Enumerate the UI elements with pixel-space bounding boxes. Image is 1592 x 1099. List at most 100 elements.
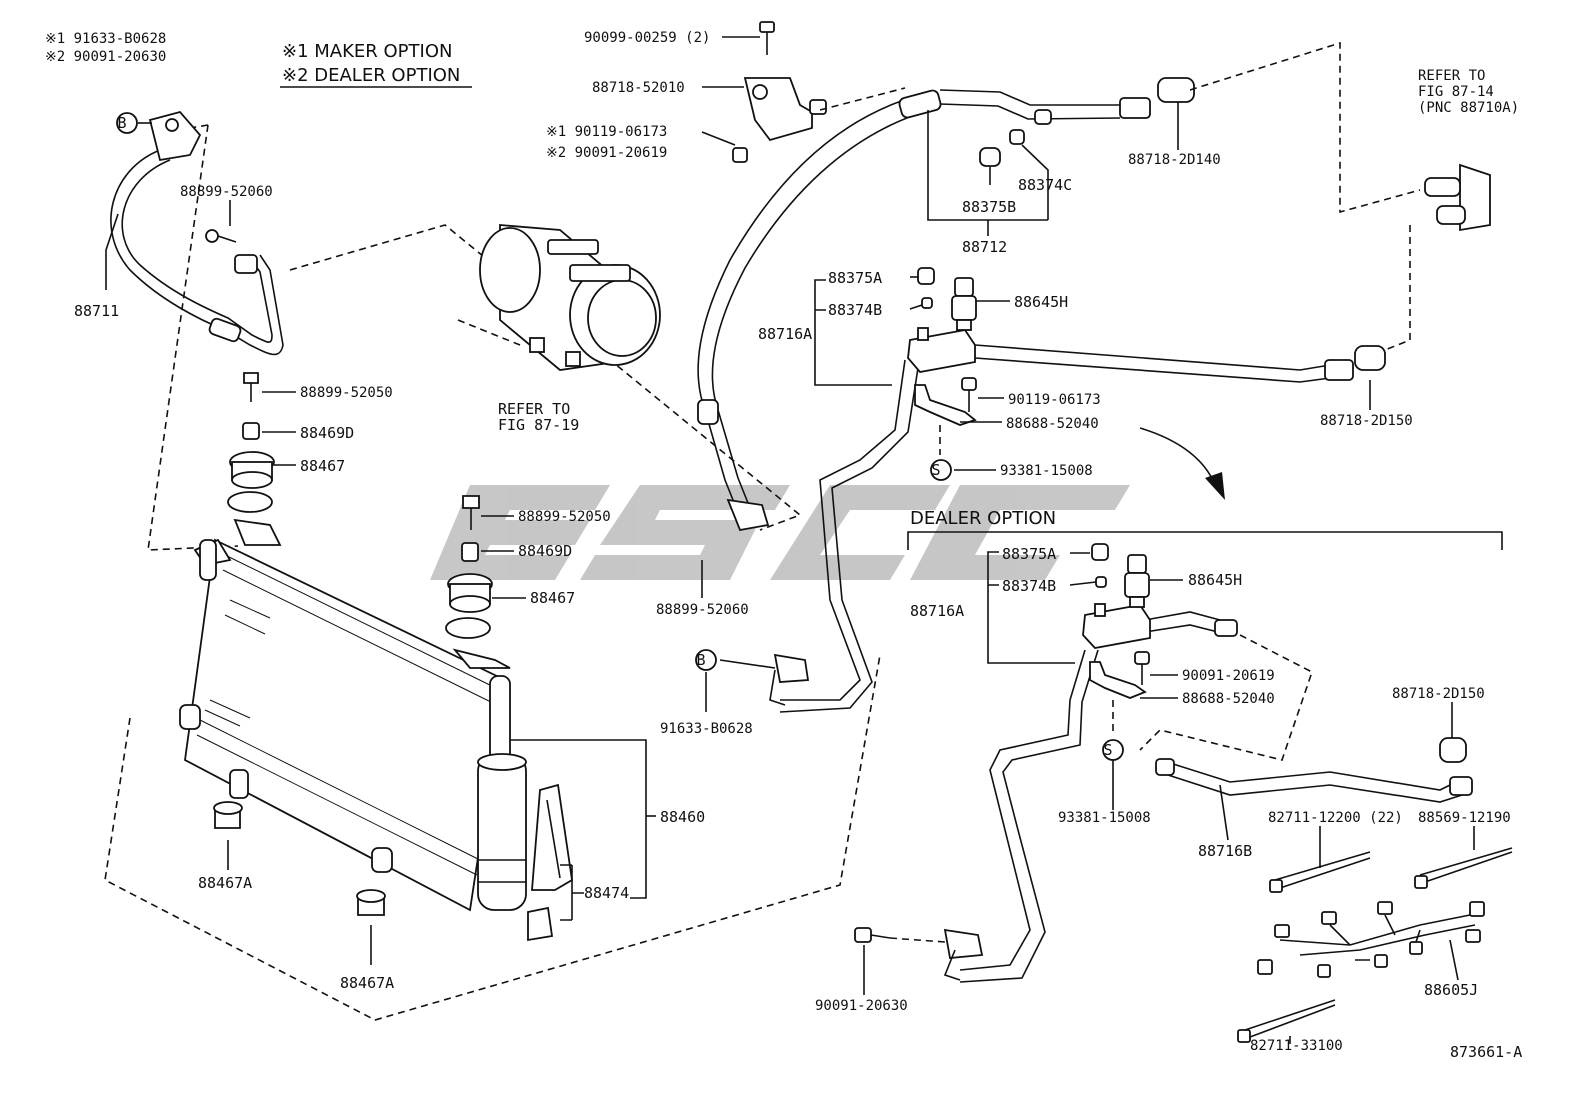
tie-88569-12190[interactable] bbox=[1414, 847, 1513, 889]
label-88716B: 88716B bbox=[1198, 842, 1252, 860]
circle-b-mid bbox=[695, 649, 717, 671]
bolt-90119-06173-b[interactable] bbox=[961, 377, 977, 412]
label-90119-06173-b: 90119-06173 bbox=[1008, 392, 1101, 408]
label-88712: 88712 bbox=[962, 238, 1007, 256]
label-p1-line2: ※2 90091-20630 bbox=[45, 49, 166, 65]
bolt-88899-52050-a[interactable] bbox=[243, 372, 259, 402]
group-outline-condenser bbox=[104, 654, 881, 1021]
bolt-90091-20630-bot[interactable] bbox=[854, 927, 891, 943]
label-88716A-a: 88716A bbox=[758, 325, 812, 343]
label-circle-s-b: S bbox=[1103, 741, 1112, 759]
cushion-88467A-b[interactable] bbox=[356, 889, 386, 916]
cap-88375A-b[interactable] bbox=[1091, 543, 1109, 561]
bracket-88688-52040-a[interactable] bbox=[914, 384, 977, 426]
fitting-b-top[interactable] bbox=[148, 110, 202, 162]
block-valve-b[interactable] bbox=[1082, 603, 1151, 649]
cap-88374B-b[interactable] bbox=[1095, 576, 1107, 588]
cap-88375A-a[interactable] bbox=[917, 267, 935, 285]
label-88469D-a: 88469D bbox=[300, 424, 354, 442]
ref-top-right-3: (PNC 88710A) bbox=[1418, 100, 1519, 116]
tie-82711-12200[interactable] bbox=[1269, 851, 1371, 893]
label-88374B-a: 88374B bbox=[828, 301, 882, 319]
label-88899-52050-b: 88899-52050 bbox=[518, 509, 611, 525]
label-88645H-a: 88645H bbox=[1014, 293, 1068, 311]
label-88375B: 88375B bbox=[962, 198, 1016, 216]
harness-88605J[interactable] bbox=[1257, 901, 1485, 978]
cushion-88467-b[interactable] bbox=[445, 573, 493, 639]
label-circle-b-mid: B bbox=[696, 651, 705, 669]
label-88718-2D140: 88718-2D140 bbox=[1128, 152, 1221, 168]
fitting-88710A[interactable] bbox=[1424, 163, 1491, 232]
leader-lines bbox=[105, 36, 1475, 1044]
block-valve-a[interactable] bbox=[907, 327, 976, 373]
note-maker-option: ※1 MAKER OPTION bbox=[282, 41, 452, 62]
switch-88645H-b[interactable] bbox=[1124, 554, 1150, 608]
bolt-90119-06173-top[interactable] bbox=[732, 147, 748, 163]
label-88467-a: 88467 bbox=[300, 457, 345, 475]
label-88374B-b: 88374B bbox=[1002, 577, 1056, 595]
label-dealer-option-section: DEALER OPTION bbox=[910, 508, 1056, 529]
ref-top-right-1: REFER TO bbox=[1418, 68, 1485, 84]
dealer-dashed-box bbox=[1139, 634, 1313, 761]
figure-id: 873661-A bbox=[1450, 1043, 1522, 1061]
tube-88716B[interactable] bbox=[1155, 758, 1473, 803]
hose-88711[interactable] bbox=[110, 149, 284, 356]
label-90091-20630-bot: 90091-20630 bbox=[815, 998, 908, 1014]
tube-88716A-dealer[interactable] bbox=[943, 611, 1238, 983]
label-circle-s-a: S bbox=[931, 461, 940, 479]
collar-88469D-b[interactable] bbox=[461, 542, 479, 562]
nut-88718-2D140[interactable] bbox=[1157, 77, 1195, 103]
switch-88645H-a[interactable] bbox=[951, 277, 977, 331]
label-88711: 88711 bbox=[74, 302, 119, 320]
label-88467A-b: 88467A bbox=[340, 974, 394, 992]
label-90119-06173-a: ※1 90119-06173 bbox=[546, 124, 667, 140]
label-88718-52010: 88718-52010 bbox=[592, 80, 685, 96]
hose-88712[interactable] bbox=[697, 89, 1151, 532]
label-88718-2D150-a: 88718-2D150 bbox=[1320, 413, 1413, 429]
label-88375A-b: 88375A bbox=[1002, 545, 1056, 563]
tie-82711-33100[interactable] bbox=[1237, 999, 1336, 1043]
receiver-tank[interactable] bbox=[477, 753, 527, 911]
label-90091-20619-a: ※2 90091-20619 bbox=[546, 145, 667, 161]
label-90091-20619-b: 90091-20619 bbox=[1182, 668, 1275, 684]
label-88467-b: 88467 bbox=[530, 589, 575, 607]
bolt-90099-00259[interactable] bbox=[759, 21, 775, 55]
ref-top-right-2: FIG 87-14 bbox=[1418, 84, 1494, 100]
label-88899-52050-a: 88899-52050 bbox=[300, 385, 393, 401]
tube-88716A-top[interactable] bbox=[769, 344, 1354, 713]
cap-88375B[interactable] bbox=[979, 147, 1001, 167]
bolt-90091-20619-b[interactable] bbox=[1134, 651, 1150, 685]
nut-88718-2D150-b[interactable] bbox=[1439, 737, 1467, 763]
group-outline-compressor bbox=[289, 224, 802, 531]
label-88899-52060-mid: 88899-52060 bbox=[656, 602, 749, 618]
label-88474: 88474 bbox=[584, 884, 629, 902]
cap-88374B-a[interactable] bbox=[921, 297, 933, 309]
compressor[interactable] bbox=[479, 224, 661, 371]
label-p1-line1: ※1 91633-B0628 bbox=[45, 31, 166, 47]
label-88469D-b: 88469D bbox=[518, 542, 572, 560]
label-88688-52040-b: 88688-52040 bbox=[1182, 691, 1275, 707]
cushion-88467A-a[interactable] bbox=[213, 801, 243, 829]
cushion-88467-a[interactable] bbox=[227, 451, 275, 513]
label-circle-b-top: B bbox=[117, 114, 126, 132]
nut-88718-2D150-a[interactable] bbox=[1354, 345, 1386, 371]
label-88899-52060-top: 88899-52060 bbox=[180, 184, 273, 200]
label-88716A-b: 88716A bbox=[910, 602, 964, 620]
label-82711-33100: 82711-33100 bbox=[1250, 1038, 1343, 1054]
bolt-88899-52060-top[interactable] bbox=[205, 229, 237, 243]
note-dealer-option: ※2 DEALER OPTION bbox=[282, 65, 460, 86]
labels: ※1 91633-B0628 ※2 90091-20630 ※1 MAKER O… bbox=[45, 30, 1522, 1061]
filter-88474[interactable] bbox=[527, 783, 573, 942]
label-91633-b0628-mid: 91633-B0628 bbox=[660, 721, 753, 737]
dashed-leader-right bbox=[1384, 225, 1411, 351]
circle-s-a bbox=[930, 459, 952, 481]
label-88688-52040-a: 88688-52040 bbox=[1006, 416, 1099, 432]
cap-88374C[interactable] bbox=[1009, 109, 1052, 145]
bracket-88688-52040-b[interactable] bbox=[1089, 661, 1147, 699]
bolt-88899-52050-b[interactable] bbox=[462, 495, 480, 530]
collar-88469D-a[interactable] bbox=[242, 422, 260, 440]
label-88605J: 88605J bbox=[1424, 981, 1478, 999]
bracket-88718-52010[interactable] bbox=[743, 77, 827, 142]
